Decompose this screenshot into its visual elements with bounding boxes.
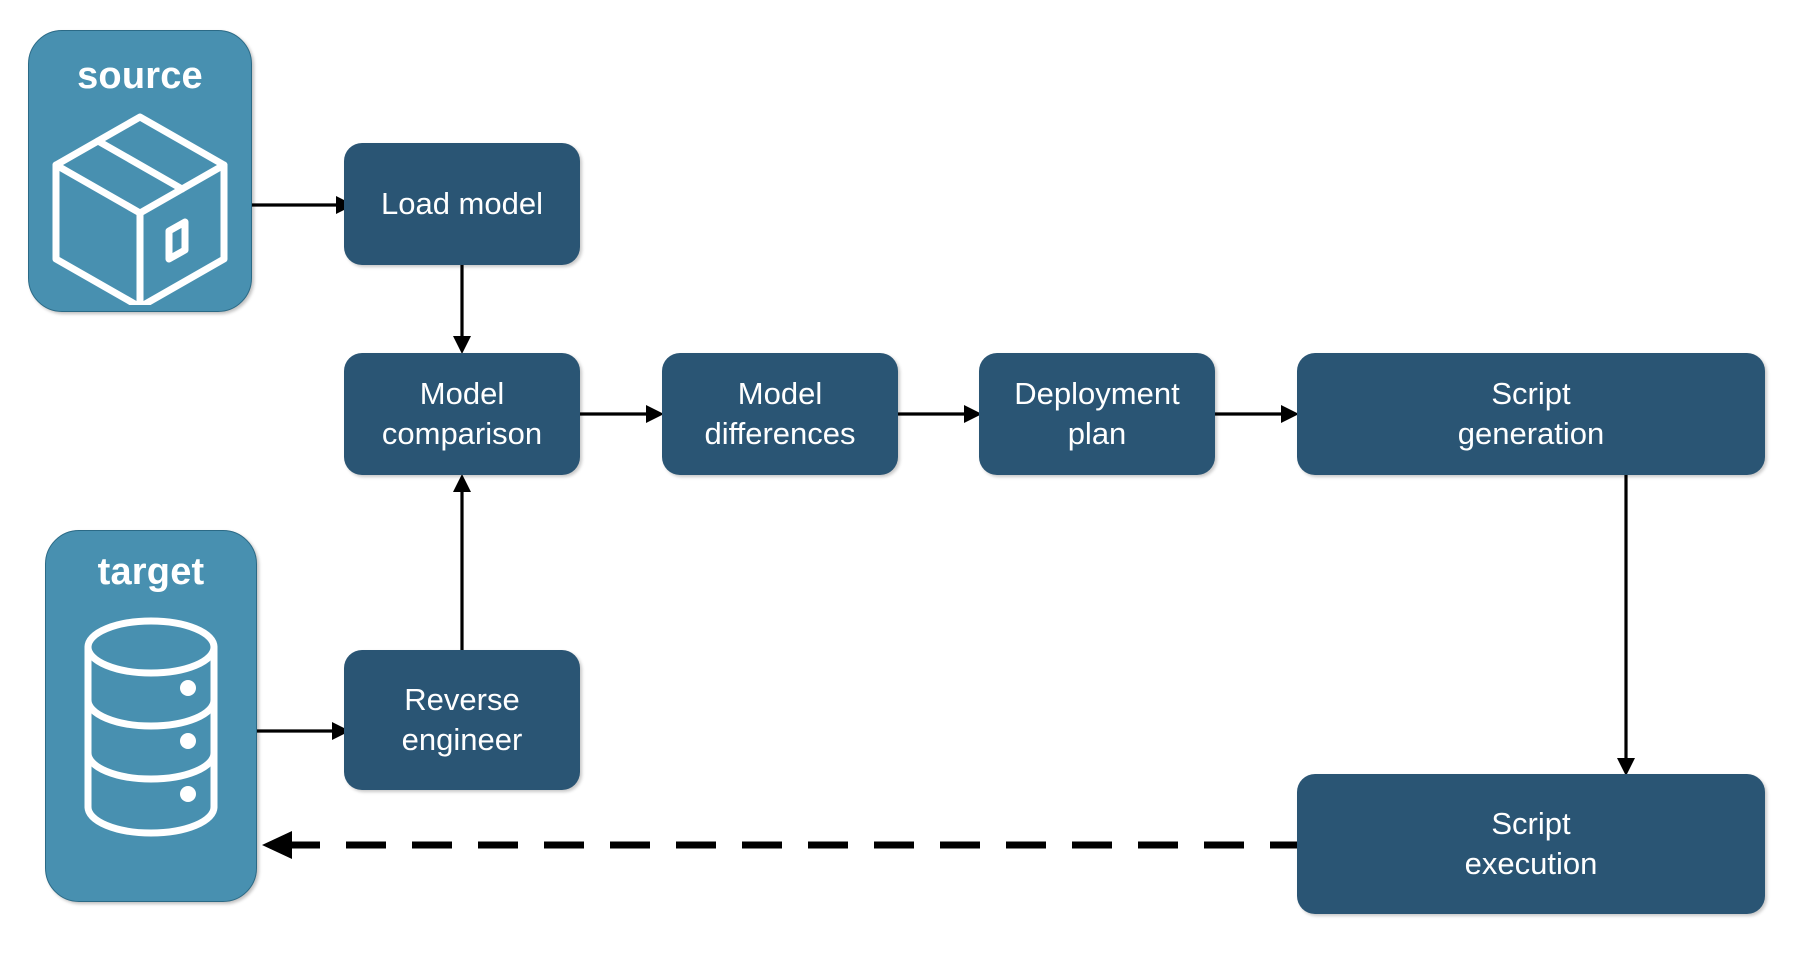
node-reverse-engineer[interactable]: Reverse engineer [344, 650, 580, 790]
node-deployment-plan-label: Deployment plan [1014, 375, 1180, 451]
edge-target-to-reverse-engineer [252, 722, 350, 740]
node-reverse-engineer-label: Reverse engineer [401, 681, 523, 757]
edge-load-model-to-model-comparison [453, 262, 471, 354]
endpoint-source[interactable]: source [28, 30, 252, 312]
endpoint-target[interactable]: target [45, 530, 257, 902]
edge-deployment-plan-to-script-generation [1211, 405, 1299, 423]
edge-model-comparison-to-model-differences [576, 405, 664, 423]
node-script-execution-label: Script execution [1464, 805, 1598, 881]
node-script-generation[interactable]: Script generation [1297, 353, 1765, 475]
node-deployment-plan[interactable]: Deployment plan [979, 353, 1215, 475]
node-script-execution[interactable]: Script execution [1297, 774, 1765, 914]
endpoint-source-label: source [77, 55, 203, 97]
node-model-comparison-label: Model comparison [381, 375, 543, 451]
node-load-model-label: Load model [380, 185, 543, 221]
node-load-model[interactable]: Load model [344, 143, 580, 265]
endpoint-target-label: target [97, 551, 205, 593]
node-model-differences[interactable]: Model differences [662, 353, 898, 475]
node-model-differences-label: Model differences [704, 375, 856, 451]
edge-script-generation-to-script-execution [1617, 470, 1635, 776]
edge-model-differences-to-deployment-plan [894, 405, 982, 423]
node-script-generation-label: Script generation [1457, 375, 1605, 451]
edge-reverse-engineer-to-model-comparison [453, 474, 471, 666]
package-box-icon [52, 113, 228, 305]
edge-script-execution-to-target [262, 831, 1310, 859]
database-cylinder-icon [84, 617, 218, 837]
node-model-comparison[interactable]: Model comparison [344, 353, 580, 475]
edge-source-to-load-model [240, 196, 354, 214]
